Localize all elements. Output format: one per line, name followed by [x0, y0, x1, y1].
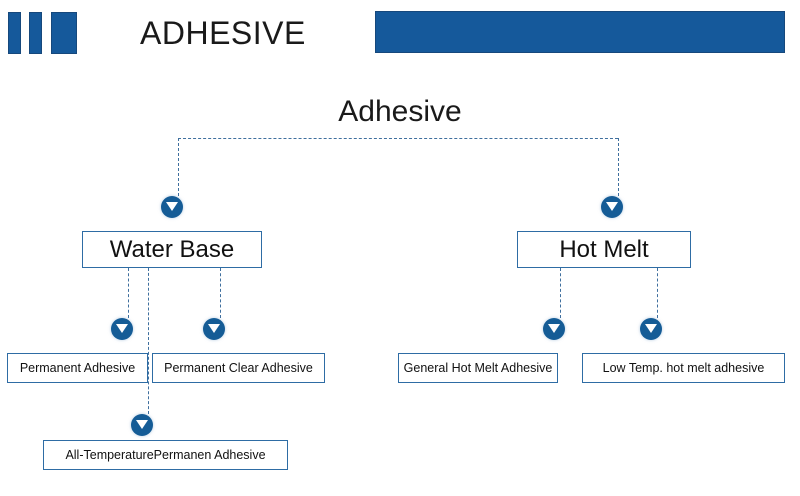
node-hot-melt[interactable]: Hot Melt — [517, 231, 691, 268]
connector-root-to-water-base — [178, 138, 179, 196]
connector-hot-melt-to-general-hot-melt-adhesive — [560, 268, 561, 318]
connector-water-base-to-permanent-adhesive — [128, 268, 129, 318]
root-node-label: Adhesive — [338, 95, 462, 128]
logo-bar-3-icon — [51, 12, 77, 54]
arrow-marker-hot-melt-icon — [601, 196, 623, 218]
node-all-temperature-permanent-adhesive[interactable]: All-TemperaturePermanen Adhesive — [43, 440, 288, 470]
node-low-temp-hot-melt-adhesive[interactable]: Low Temp. hot melt adhesive — [582, 353, 785, 383]
logo-bar-2-icon — [29, 12, 42, 54]
page-title: ADHESIVE — [140, 15, 306, 51]
node-water-base[interactable]: Water Base — [82, 231, 262, 268]
connector-root-to-hot-melt — [618, 138, 619, 196]
arrow-marker-permanent-clear-adhesive-icon — [203, 318, 225, 340]
node-permanent-adhesive[interactable]: Permanent Adhesive — [7, 353, 148, 383]
connector-water-base-to-permanent-clear-adhesive — [220, 268, 221, 318]
node-general-hot-melt-adhesive[interactable]: General Hot Melt Adhesive — [398, 353, 558, 383]
node-permanent-clear-adhesive[interactable]: Permanent Clear Adhesive — [152, 353, 325, 383]
connector-hot-melt-to-low-temp-hot-melt-adhesive — [657, 268, 658, 318]
arrow-marker-all-temperature-icon — [131, 414, 153, 436]
arrow-marker-permanent-adhesive-icon — [111, 318, 133, 340]
arrow-marker-general-hot-melt-adhesive-icon — [543, 318, 565, 340]
arrow-marker-low-temp-hot-melt-adhesive-icon — [640, 318, 662, 340]
arrow-marker-water-base-icon — [161, 196, 183, 218]
header-accent-bar — [375, 11, 785, 53]
logo-bar-1-icon — [8, 12, 21, 54]
connector-water-base-to-all-temperature — [148, 268, 149, 414]
connector-root-horizontal — [178, 138, 618, 139]
